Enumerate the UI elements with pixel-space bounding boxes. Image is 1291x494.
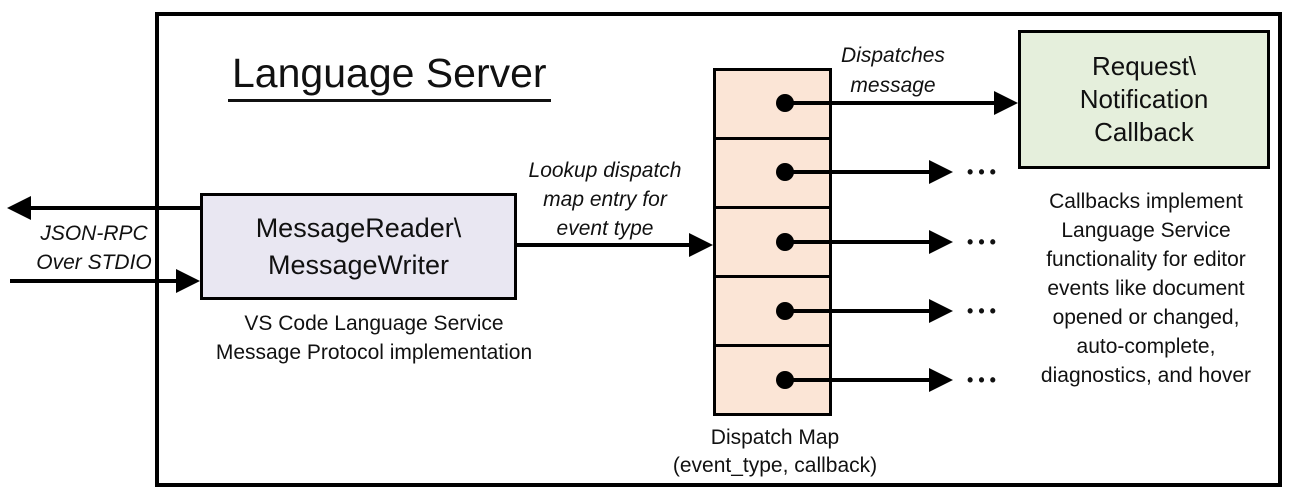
callback-box-line1: Request\ bbox=[1091, 51, 1197, 81]
lookup-label-line2: map entry for bbox=[543, 188, 667, 211]
lookup-dispatch-label: Lookup dispatch map entry for event type bbox=[500, 156, 710, 243]
dispatch-map-cell bbox=[716, 206, 829, 275]
ellipsis-mark: ••• bbox=[967, 370, 1001, 390]
message-module-caption-line2: Message Protocol implementation bbox=[215, 341, 533, 364]
ellipsis-mark: ••• bbox=[967, 232, 1001, 252]
callbacks-note: Callbacks implement Language Service fun… bbox=[1019, 187, 1273, 390]
message-reader-line: MessageReader\ bbox=[255, 212, 462, 243]
callbacks-note-line: auto-complete, bbox=[1076, 335, 1216, 358]
lookup-label-line3: event type bbox=[556, 217, 654, 240]
callback-box-line2: Notification bbox=[1079, 84, 1209, 114]
message-module-caption-line1: VS Code Language Service bbox=[244, 312, 504, 335]
dispatch-map-label-line2: (event_type, callback) bbox=[672, 454, 878, 477]
diagram-title: Language Server bbox=[228, 50, 551, 102]
language-server-boundary-box bbox=[155, 12, 1282, 487]
diagram-title-text: Language Server bbox=[228, 50, 551, 102]
jsonrpc-label-line1: JSON-RPC bbox=[40, 222, 148, 245]
dispatches-label-line1: Dispatches bbox=[841, 44, 945, 67]
jsonrpc-label-line2: Over STDIO bbox=[36, 251, 152, 274]
callbacks-note-line: diagnostics, and hover bbox=[1040, 364, 1252, 387]
dispatch-map-cell bbox=[716, 344, 829, 413]
callback-box-line3: Callback bbox=[1094, 117, 1194, 147]
dispatch-map-cell bbox=[716, 137, 829, 206]
message-reader-writer-box: MessageReader\ MessageWriter bbox=[200, 193, 517, 300]
callbacks-note-line: Callbacks implement bbox=[1049, 190, 1243, 213]
dispatches-message-label: Dispatches message bbox=[808, 41, 978, 101]
jsonrpc-stdio-label: JSON-RPC Over STDIO bbox=[13, 219, 175, 277]
dispatch-map bbox=[713, 68, 832, 416]
callbacks-note-line: opened or changed, bbox=[1052, 306, 1240, 329]
lookup-label-line1: Lookup dispatch bbox=[528, 159, 682, 182]
dispatches-label-line2: message bbox=[850, 74, 936, 97]
ellipsis-mark: ••• bbox=[967, 301, 1001, 321]
message-module-caption: VS Code Language Service Message Protoco… bbox=[200, 309, 548, 367]
callbacks-note-line: functionality for editor bbox=[1046, 248, 1246, 271]
ellipsis-mark: ••• bbox=[967, 162, 1001, 182]
request-notification-callback-box: Request\ Notification Callback bbox=[1018, 30, 1270, 169]
dispatch-map-cell bbox=[716, 275, 829, 344]
dispatch-map-label: Dispatch Map (event_type, callback) bbox=[650, 424, 900, 480]
message-writer-line: MessageWriter bbox=[267, 249, 450, 280]
dispatch-map-label-line1: Dispatch Map bbox=[710, 426, 840, 449]
callbacks-note-line: events like document bbox=[1047, 277, 1245, 300]
callbacks-note-line: Language Service bbox=[1061, 219, 1231, 242]
